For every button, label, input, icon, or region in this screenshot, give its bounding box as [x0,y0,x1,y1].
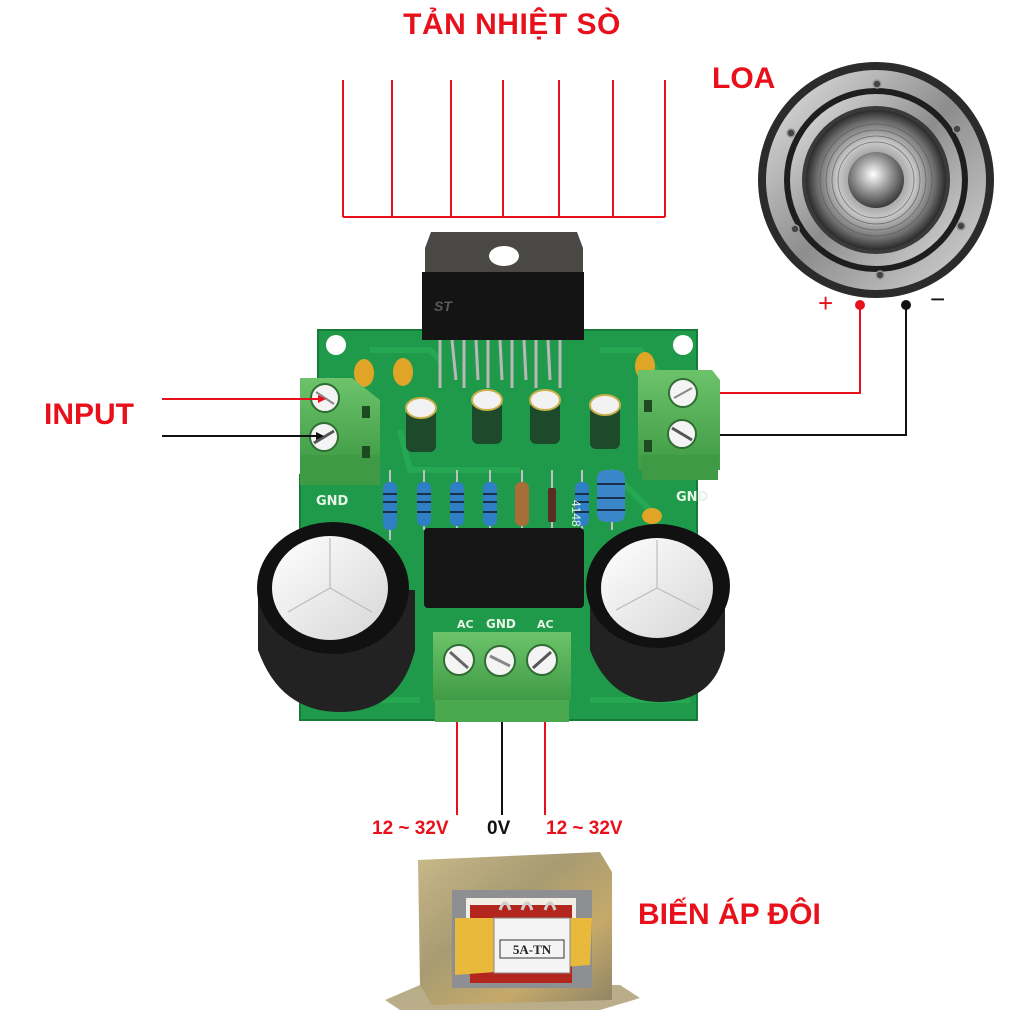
resistors: 4148 [383,470,625,540]
heatsink-symbol [342,80,666,218]
power-label-ac1: 12 ~ 32V [372,818,449,839]
power-silk-gnd: GND [486,617,516,631]
input-signal-wire [162,395,326,403]
input-gnd-silkscreen: GND [316,494,349,509]
chip-logo: ST [434,298,453,314]
speaker-label: LOA [712,62,776,95]
filter-capacitor-right [586,524,730,702]
power-silk-ac2: AC [537,618,554,631]
power-amplifier-ic: ST [422,232,584,388]
transformer-image: 5A-TN [385,852,640,1010]
transformer-model-label: 5A-TN [513,942,552,957]
speaker-positive-wire [690,300,865,394]
power-terminal-block[interactable] [433,632,571,722]
diode [548,488,556,522]
input-label: INPUT [44,398,134,431]
speaker-plus-label: + [818,288,834,318]
transformer-label: BIẾN ÁP ĐÔI [638,898,821,931]
input-terminal-block[interactable] [300,378,380,485]
heatsink-label: TẢN NHIỆT SÒ [403,8,621,41]
output-terminal-block[interactable] [638,370,720,480]
diode-marking: 4148 [569,500,583,527]
power-silk-ac1: AC [457,618,474,631]
speaker-negative-wire [690,300,911,436]
speaker-image [758,62,994,298]
speaker-minus-label: − [930,284,946,314]
input-ground-wire [162,432,324,440]
bridge-rectifier [424,528,584,608]
power-label-gnd: 0V [487,818,511,839]
filter-capacitor-left [257,522,415,712]
output-gnd-silkscreen: GND [676,490,709,505]
power-label-ac2: 12 ~ 32V [546,818,623,839]
small-capacitors [405,389,621,452]
